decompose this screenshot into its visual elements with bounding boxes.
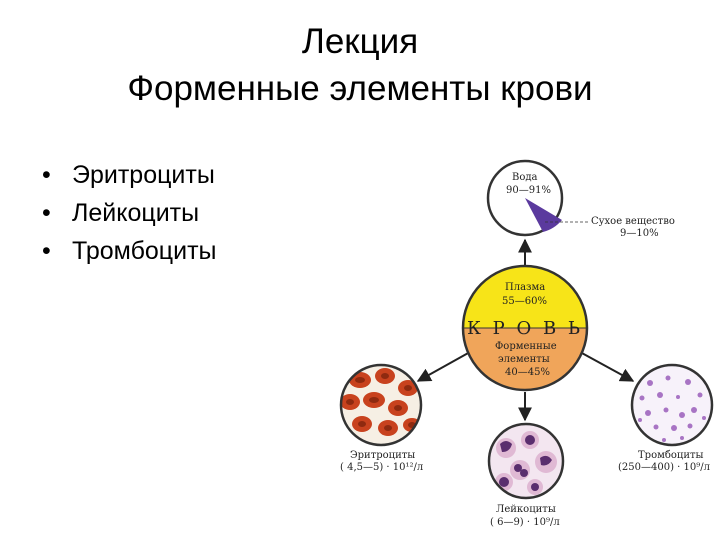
erythrocytes-circle: Эритроциты ( 4,5—5) · 10¹²/л xyxy=(339,363,423,473)
bullet-item-leukocytes: • Лейкоциты xyxy=(40,194,217,232)
bullet-text: Лейкоциты xyxy=(72,199,200,227)
thrombocytes-count: (250—400) · 10⁹/л xyxy=(618,462,710,473)
leukocytes-circle: Лейкоциты ( 6—9) · 10⁹/л xyxy=(487,422,565,528)
formed-label-2: элементы xyxy=(498,354,550,365)
dry-matter-slice xyxy=(525,198,562,232)
bullet-text: Тромбоциты xyxy=(72,237,217,265)
leukocytes-label: Лейкоциты xyxy=(496,504,556,515)
water-pct: 90—91% xyxy=(506,185,551,196)
thrombocytes-circle: Тромбоциты (250—400) · 10⁹/л xyxy=(618,363,714,473)
arrow-to-thrombocytes xyxy=(579,351,635,382)
leukocytes-count: ( 6—9) · 10⁹/л xyxy=(490,517,560,528)
red-blood-cells-icon xyxy=(341,368,421,436)
formed-label-1: Форменные xyxy=(495,341,557,352)
slide-title: Лекция Форменные элементы крови xyxy=(0,18,720,112)
formed-pct: 40—45% xyxy=(505,367,550,378)
plasma-pct: 55—60% xyxy=(502,296,547,307)
dry-matter-pct: 9—10% xyxy=(620,228,659,239)
water-circle: Вода 90—91% Сухое вещество 9—10% xyxy=(486,159,675,239)
bullet-dot-icon: • xyxy=(42,199,51,227)
arrows xyxy=(416,238,635,422)
bullet-dot-icon: • xyxy=(42,237,51,265)
title-line-2: Форменные элементы крови xyxy=(127,69,593,108)
bullet-dot-icon: • xyxy=(42,161,51,189)
dry-matter-label: Сухое вещество xyxy=(591,216,675,227)
platelets-icon xyxy=(638,375,706,442)
arrow-to-erythrocytes xyxy=(416,351,471,382)
plasma-label: Плазма xyxy=(505,282,545,293)
bullet-list: • Эритроциты • Лейкоциты • Тромбоциты xyxy=(40,156,217,270)
erythrocytes-label: Эритроциты xyxy=(350,450,415,461)
blood-word: К Р О В Ь xyxy=(467,318,583,339)
bullet-text: Эритроциты xyxy=(72,161,215,189)
bullet-item-erythrocytes: • Эритроциты xyxy=(40,156,217,194)
title-line-1: Лекция xyxy=(301,22,419,61)
water-label: Вода xyxy=(512,172,538,183)
blood-center-circle: Плазма 55—60% К Р О В Ь Форменные элемен… xyxy=(461,264,589,392)
thrombocytes-label: Тромбоциты xyxy=(638,450,704,461)
erythrocytes-count: ( 4,5—5) · 10¹²/л xyxy=(340,462,423,473)
bullet-item-thrombocytes: • Тромбоциты xyxy=(40,232,217,270)
